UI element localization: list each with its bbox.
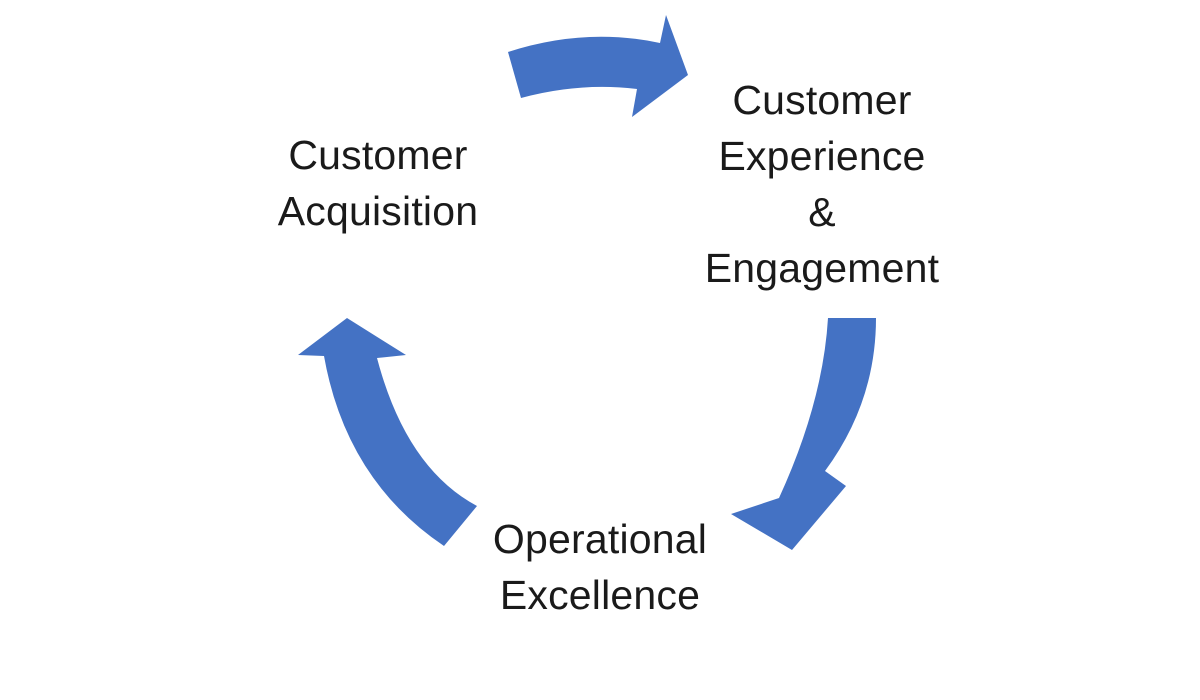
node-label-line: Excellence (499, 572, 701, 618)
arrow-experience-to-operations (731, 318, 876, 550)
node-label-line: & (808, 189, 836, 235)
node-customer-experience-engagement: Customer Experience & Engagement (672, 72, 972, 296)
node-label-line: Operational (492, 516, 708, 562)
node-label-line: Acquisition (277, 188, 479, 234)
node-label-line: Experience (718, 133, 926, 179)
node-label-line: Customer (288, 132, 468, 178)
node-operational-excellence: Operational Excellence (450, 511, 750, 623)
node-customer-acquisition: Customer Acquisition (228, 127, 528, 239)
arrow-operations-to-acquisition (298, 318, 477, 546)
node-label-line: Customer (732, 77, 912, 123)
node-label-line: Engagement (704, 245, 940, 291)
arrow-acquisition-to-experience (508, 15, 688, 117)
